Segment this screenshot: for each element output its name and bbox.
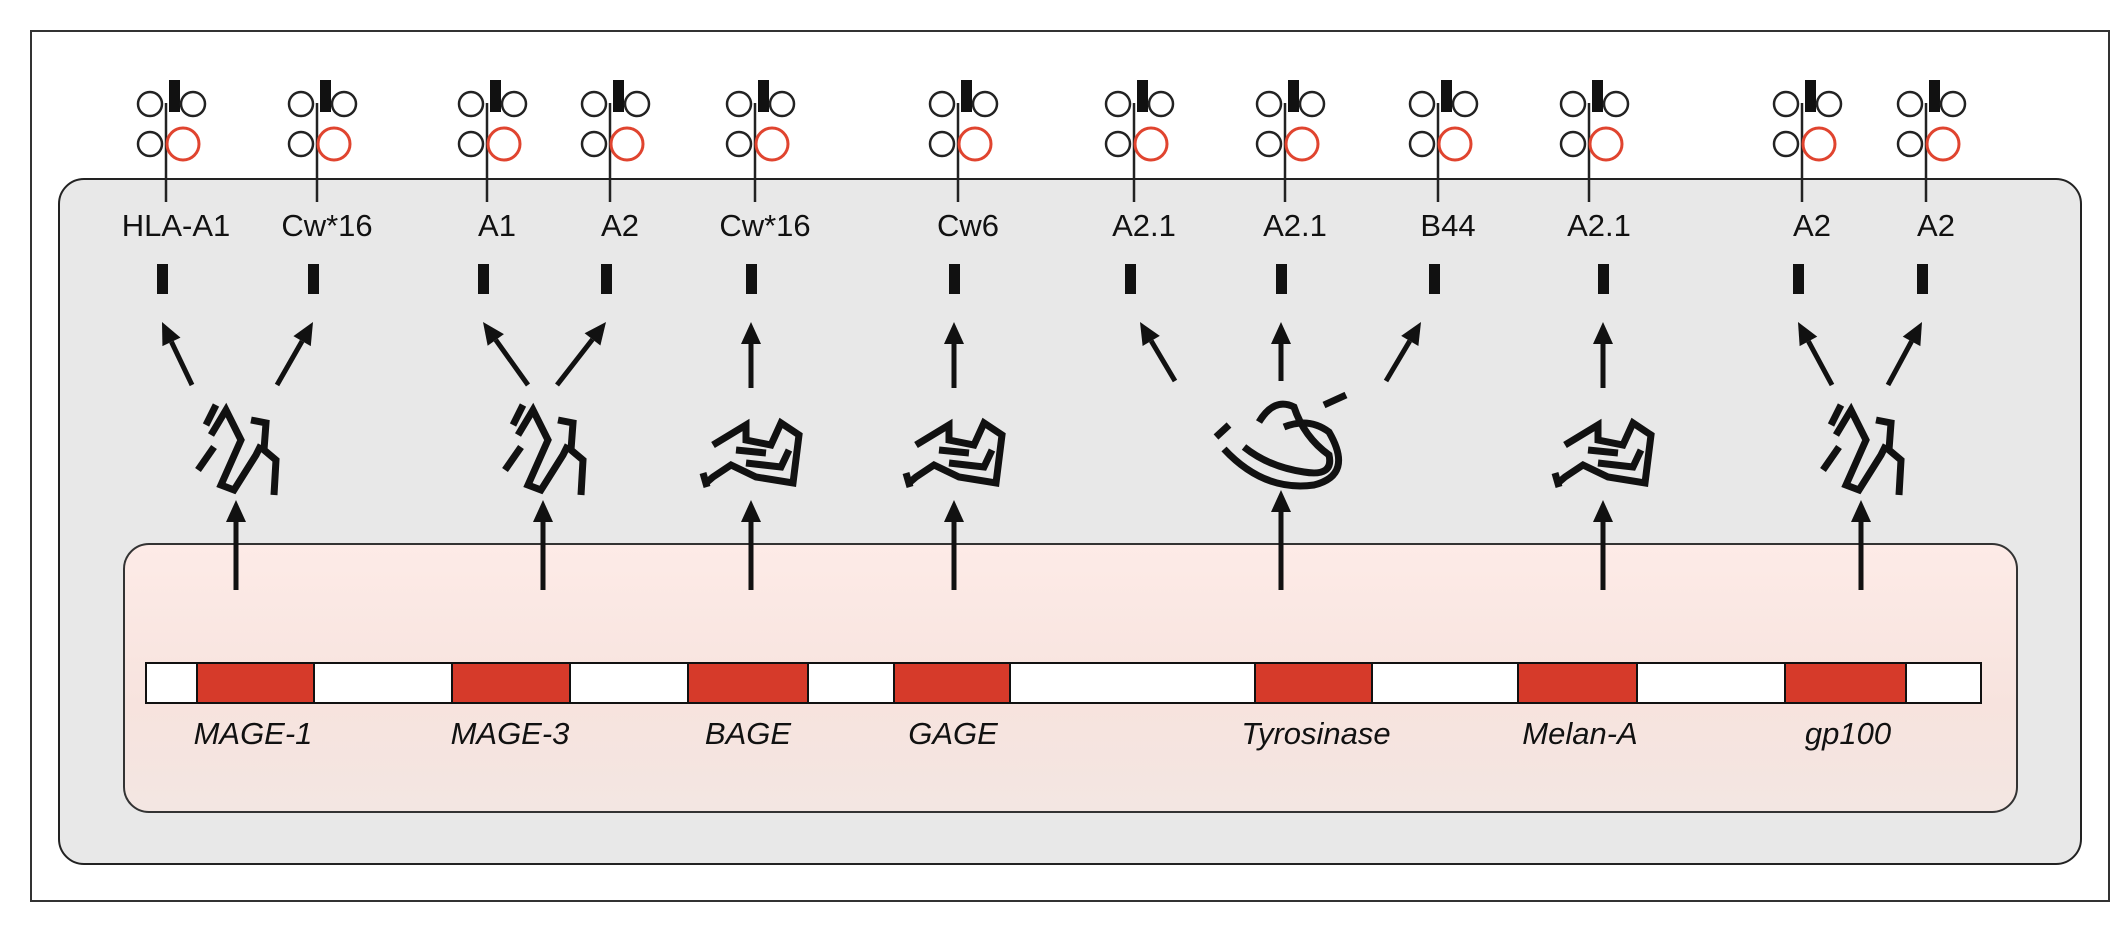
peptide-icon	[1276, 264, 1287, 294]
mhc-molecule-icon	[1408, 80, 1479, 202]
processing-arrow-icon	[1271, 490, 1291, 590]
processing-arrow-icon	[483, 322, 531, 387]
gene-label: gp100	[1804, 716, 1892, 751]
protein-coil-icon	[1820, 402, 1905, 496]
peptide-icon	[949, 264, 960, 294]
processing-arrow-icon	[1593, 322, 1613, 388]
peptide-icon	[746, 264, 757, 294]
processing-arrow-icon	[274, 322, 313, 387]
processing-arrow-icon	[1851, 500, 1871, 590]
hla-label: A2.1	[1112, 208, 1176, 243]
processing-arrow-icon	[226, 500, 246, 590]
peptide-icon	[1125, 264, 1136, 294]
gene-label: GAGE	[908, 716, 998, 751]
mhc-molecule-icon	[580, 80, 651, 202]
peptide-icon	[1917, 264, 1928, 294]
protein-hook-icon	[1213, 391, 1348, 490]
exon-mage-3	[451, 664, 571, 702]
gene-label: Tyrosinase	[1241, 716, 1391, 751]
mhc-molecule-icon	[1896, 80, 1967, 202]
figure-frame	[30, 30, 2110, 902]
processing-arrow-icon	[741, 500, 761, 590]
protein-boot-icon	[699, 417, 803, 488]
hla-label: A2.1	[1263, 208, 1327, 243]
protein-boot-icon	[902, 417, 1006, 488]
hla-label: Cw*16	[281, 208, 373, 243]
exon-mage-1	[196, 664, 315, 702]
processing-arrow-icon	[162, 322, 195, 387]
mhc-molecule-icon	[928, 80, 999, 202]
mhc-molecule-icon	[1559, 80, 1630, 202]
exon-gage	[893, 664, 1011, 702]
gene-label: MAGE-3	[450, 716, 570, 751]
mhc-molecule-icon	[287, 80, 358, 202]
protein-coil-icon	[195, 402, 280, 496]
peptide-icon	[308, 264, 319, 294]
peptide-icon	[601, 264, 612, 294]
hla-label: A2	[601, 208, 639, 243]
peptide-icon	[1429, 264, 1440, 294]
processing-arrow-icon	[1140, 322, 1178, 383]
hla-label: A2	[1793, 208, 1831, 243]
mhc-molecule-icon	[1104, 80, 1175, 202]
processing-arrow-icon	[1383, 322, 1421, 383]
processing-arrow-icon	[1593, 500, 1613, 590]
hla-label: HLA-A1	[121, 208, 231, 243]
mhc-molecule-icon	[725, 80, 796, 202]
chromosome-bar	[145, 662, 1982, 704]
peptide-icon	[1793, 264, 1804, 294]
protein-coil-icon	[502, 402, 587, 496]
hla-label: A2.1	[1567, 208, 1631, 243]
exon-gp100	[1784, 664, 1907, 702]
mhc-molecule-icon	[457, 80, 528, 202]
exon-bage	[687, 664, 809, 702]
gene-label: Melan-A	[1522, 716, 1638, 751]
processing-arrow-icon	[944, 322, 964, 388]
mhc-molecule-icon	[1255, 80, 1326, 202]
processing-arrow-icon	[1271, 322, 1291, 381]
peptide-icon	[157, 264, 168, 294]
processing-arrow-icon	[533, 500, 553, 590]
peptide-icon	[1598, 264, 1609, 294]
hla-label: A2	[1917, 208, 1955, 243]
exon-melan-a	[1517, 664, 1638, 702]
hla-label: A1	[478, 208, 516, 243]
processing-arrow-icon	[944, 500, 964, 590]
mhc-molecule-icon	[1772, 80, 1843, 202]
hla-label: Cw*16	[719, 208, 811, 243]
exon-tyrosinase	[1254, 664, 1373, 702]
processing-arrow-icon	[555, 322, 606, 387]
gene-label: MAGE-1	[193, 716, 313, 751]
peptide-icon	[478, 264, 489, 294]
processing-arrow-icon	[1885, 322, 1922, 387]
mhc-molecule-icon	[136, 80, 207, 202]
processing-arrow-icon	[1798, 322, 1835, 387]
hla-label: Cw6	[936, 208, 1000, 243]
hla-label: B44	[1420, 208, 1476, 243]
processing-arrow-icon	[741, 322, 761, 388]
protein-boot-icon	[1551, 417, 1655, 488]
gene-label: BAGE	[704, 716, 792, 751]
